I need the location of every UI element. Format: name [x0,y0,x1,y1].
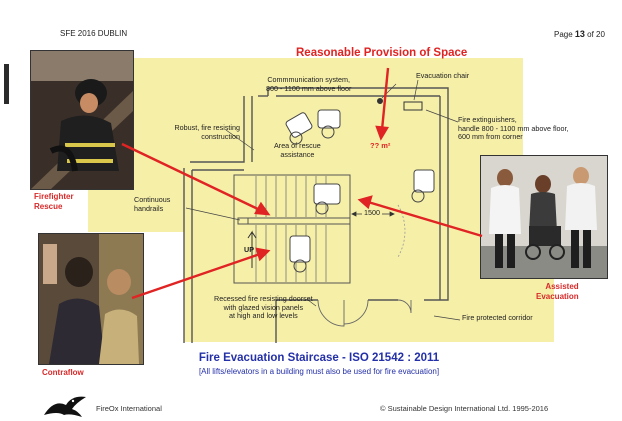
rescue-area-label: Area of rescue assistance [274,141,321,159]
assisted-evacuation-photo [480,155,608,279]
footer-org: FireOx International [96,404,162,413]
event-name: SFE 2016 DUBLIN [60,29,128,38]
left-edge [0,0,16,421]
contraflow-photo [38,233,144,365]
subtitle: [All lifts/elevators in a building must … [198,367,440,376]
area-value: ?? m² [370,141,391,150]
evacuation-chair-label: Evacuation chair [416,71,470,80]
up-label: UP [244,245,254,254]
robust-label: Robust, fire resisting construction [174,123,240,141]
slide: SFE 2016 DUBLIN Page 13 of 20 Firefighte… [16,0,622,421]
edge-bar [4,64,9,104]
page-number: Page 13 of 20 [554,29,605,39]
firefighter-photo [30,50,134,190]
contraflow-caption: Contraflow [42,368,84,377]
doorset-label: Recessed fire resisting doorset with gla… [214,294,313,321]
assisted-caption: Assisted Evacuation [536,282,579,301]
diagram-title: Reasonable Provision of Space [296,47,468,59]
main-title: Fire Evacuation Staircase - ISO 21542 : … [198,352,440,364]
corridor-label: Fire protected corridor [462,313,533,322]
communication-label: Commmunication system, 800 - 1100 mm abo… [266,75,352,93]
extinguishers-label: Fire extinguishers, handle 800 - 1100 mm… [458,115,569,142]
staircase-plan [121,67,483,343]
eagle-logo-icon [44,396,86,417]
footer-copyright: © Sustainable Design International Ltd. … [380,404,549,413]
handrails-label: Continuous handrails [134,195,171,213]
firefighter-caption: Firefighter Rescue [34,192,74,211]
dimension-label: 1500 [362,208,382,218]
